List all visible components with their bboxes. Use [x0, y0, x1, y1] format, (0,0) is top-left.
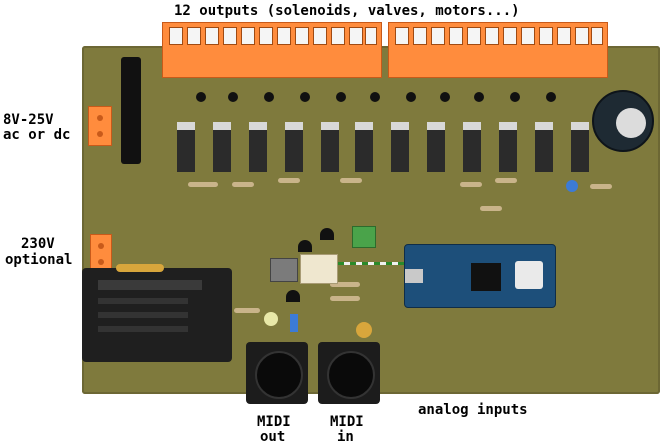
- diode: [228, 92, 238, 102]
- diode: [546, 92, 556, 102]
- output-terminal-block-right: [388, 22, 608, 78]
- diode: [196, 92, 206, 102]
- outputs-label: 12 outputs (solenoids, valves, motors...…: [174, 3, 520, 19]
- arduino-nano: [404, 244, 556, 308]
- power-input-label-line2: ac or dc: [3, 127, 71, 143]
- led: [566, 180, 578, 192]
- midi-in-connector[interactable]: [318, 342, 380, 404]
- mosfet: [499, 122, 517, 172]
- mosfet: [535, 122, 553, 172]
- ceramic-capacitor: [356, 322, 372, 338]
- transistor: [298, 240, 312, 252]
- power-input-terminal: [88, 106, 112, 146]
- midi-out-label-line1: MIDI: [257, 414, 291, 430]
- mains-label-line1: 230V: [21, 236, 55, 252]
- mosfet: [285, 122, 303, 172]
- midi-out-label-line2: out: [260, 429, 286, 445]
- output-terminal-block-left: [162, 22, 382, 78]
- diode: [474, 92, 484, 102]
- mosfet: [249, 122, 267, 172]
- mosfet: [391, 122, 409, 172]
- mosfet: [213, 122, 231, 172]
- resistor: [460, 182, 482, 187]
- power-input-label-line1: 8V-25V: [3, 112, 54, 128]
- mosfet: [355, 122, 373, 172]
- optocoupler: [300, 254, 338, 284]
- diode: [510, 92, 520, 102]
- transistor: [320, 228, 334, 240]
- mains-input-terminal: [90, 234, 112, 272]
- transistor: [286, 290, 300, 302]
- green-connector: [352, 226, 376, 248]
- diode: [440, 92, 450, 102]
- diode: [264, 92, 274, 102]
- capacitor: [592, 90, 654, 152]
- resistor: [495, 178, 517, 183]
- resistor: [278, 178, 300, 183]
- resistor: [234, 308, 260, 313]
- mosfet: [463, 122, 481, 172]
- resistor: [232, 182, 254, 187]
- mosfet: [321, 122, 339, 172]
- analog-inputs-label: analog inputs: [418, 402, 528, 418]
- midi-out-connector[interactable]: [246, 342, 308, 404]
- diode: [300, 92, 310, 102]
- resistor: [330, 282, 360, 287]
- resistor: [330, 296, 360, 301]
- diode: [370, 92, 380, 102]
- resistor: [340, 178, 362, 183]
- midi-in-label-line1: MIDI: [330, 414, 364, 430]
- diode: [406, 92, 416, 102]
- cable: [338, 262, 404, 265]
- diode: [336, 92, 346, 102]
- mosfet: [177, 122, 195, 172]
- midi-in-label-line2: in: [337, 429, 354, 445]
- resistor: [480, 206, 502, 211]
- resistor: [188, 182, 218, 187]
- trimmer: [270, 258, 298, 282]
- fuse: [116, 264, 164, 272]
- power-supply-module: [82, 268, 232, 362]
- resistor: [590, 184, 612, 189]
- rectifier-bar: [121, 57, 141, 164]
- zener-diode: [290, 314, 298, 332]
- mains-label-line2: optional: [5, 252, 73, 268]
- indicator-led: [264, 312, 278, 326]
- mosfet: [571, 122, 589, 172]
- mosfet: [427, 122, 445, 172]
